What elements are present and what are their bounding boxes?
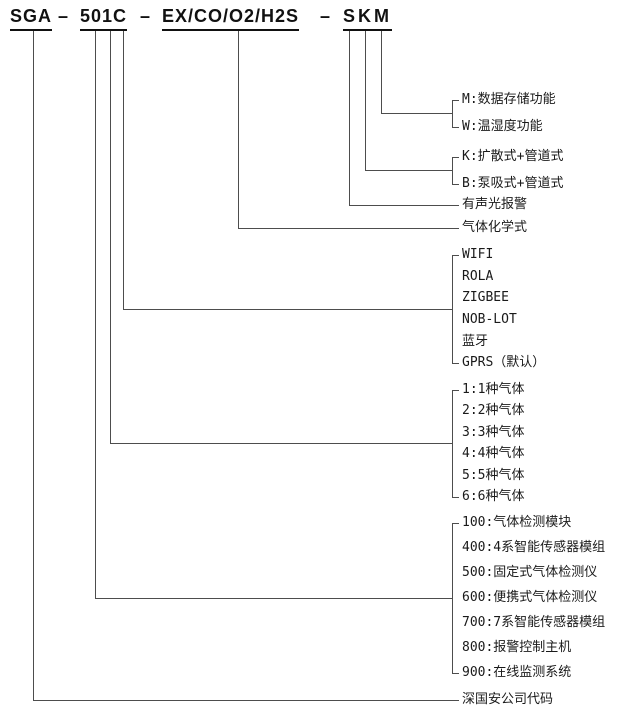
bracket-series-tick-bottom bbox=[452, 673, 459, 674]
connector-alarm-vline bbox=[349, 31, 350, 205]
title-segment-gases: EX/CO/O2/H2S bbox=[162, 5, 300, 31]
label-comm-zigbee: ZIGBEE bbox=[462, 290, 509, 305]
bracket-storage-tick-top bbox=[452, 100, 459, 101]
label-gascount-3: 3:3种气体 bbox=[462, 425, 525, 440]
bracket-storage bbox=[452, 100, 453, 128]
label-comm-wifi: WIFI bbox=[462, 247, 494, 262]
bracket-sampling bbox=[452, 157, 453, 185]
label-series-500: 500:固定式气体检测仪 bbox=[462, 565, 598, 580]
connector-comm-hline bbox=[123, 309, 452, 310]
label-comm-noblot: NOB-LOT bbox=[462, 312, 517, 327]
bracket-storage-tick-bottom bbox=[452, 127, 459, 128]
bracket-gascount bbox=[452, 390, 453, 498]
label-series-400: 400:4系智能传感器模组 bbox=[462, 540, 606, 555]
connector-comm-vline bbox=[123, 31, 124, 309]
connector-formula-vline bbox=[238, 31, 239, 228]
connector-storage-hline bbox=[381, 113, 452, 114]
connector-formula-hline bbox=[238, 228, 459, 229]
label-series-900: 900:在线监测系统 bbox=[462, 665, 572, 680]
bracket-series-tick-top bbox=[452, 523, 459, 524]
label-gascount-6: 6:6种气体 bbox=[462, 489, 525, 504]
label-alarm: 有声光报警 bbox=[462, 197, 528, 212]
connector-gascount-vline bbox=[110, 31, 111, 443]
connector-series-vline bbox=[95, 31, 96, 598]
label-comm-gprs: GPRS（默认） bbox=[462, 355, 546, 370]
bracket-comm bbox=[452, 255, 453, 364]
label-company-code: 深国安公司代码 bbox=[462, 692, 554, 707]
label-gascount-2: 2:2种气体 bbox=[462, 403, 525, 418]
bracket-gascount-tick-top bbox=[452, 390, 459, 391]
connector-storage-vline bbox=[381, 31, 382, 113]
connector-sampling-vline bbox=[365, 31, 366, 170]
label-series-600: 600:便携式气体检测仪 bbox=[462, 590, 598, 605]
bracket-sampling-tick-bottom bbox=[452, 184, 459, 185]
label-storage-m: M:数据存储功能 bbox=[462, 92, 556, 107]
label-sampling-k: K:扩散式+管道式 bbox=[462, 149, 564, 164]
label-storage-w: W:温湿度功能 bbox=[462, 119, 543, 134]
connector-series-hline bbox=[95, 598, 452, 599]
connector-gascount-hline bbox=[110, 443, 452, 444]
connector-company-hline bbox=[33, 700, 459, 701]
label-gascount-5: 5:5种气体 bbox=[462, 468, 525, 483]
separator-dash-2: – bbox=[140, 6, 151, 26]
bracket-sampling-tick-top bbox=[452, 157, 459, 158]
label-gas-formula: 气体化学式 bbox=[462, 220, 528, 235]
label-series-700: 700:7系智能传感器模组 bbox=[462, 615, 606, 630]
title-segment-skm: SKM bbox=[343, 5, 392, 31]
title-segment-501c: 501C bbox=[80, 5, 128, 31]
label-gascount-1: 1:1种气体 bbox=[462, 382, 525, 397]
bracket-comm-tick-top bbox=[452, 255, 459, 256]
label-series-100: 100:气体检测模块 bbox=[462, 515, 572, 530]
connector-alarm-hline bbox=[349, 205, 459, 206]
bracket-series bbox=[452, 523, 453, 674]
separator-dash-3: – bbox=[320, 6, 331, 26]
separator-dash-1: – bbox=[58, 6, 69, 26]
label-comm-rola: ROLA bbox=[462, 269, 494, 284]
title-segment-sga: SGA bbox=[10, 5, 53, 31]
label-gascount-4: 4:4种气体 bbox=[462, 446, 525, 461]
connector-sampling-hline bbox=[365, 170, 452, 171]
label-sampling-b: B:泵吸式+管道式 bbox=[462, 176, 564, 191]
connector-company-vline bbox=[33, 31, 34, 700]
label-series-800: 800:报警控制主机 bbox=[462, 640, 572, 655]
bracket-gascount-tick-bottom bbox=[452, 497, 459, 498]
label-comm-bluetooth: 蓝牙 bbox=[462, 334, 489, 349]
bracket-comm-tick-bottom bbox=[452, 363, 459, 364]
